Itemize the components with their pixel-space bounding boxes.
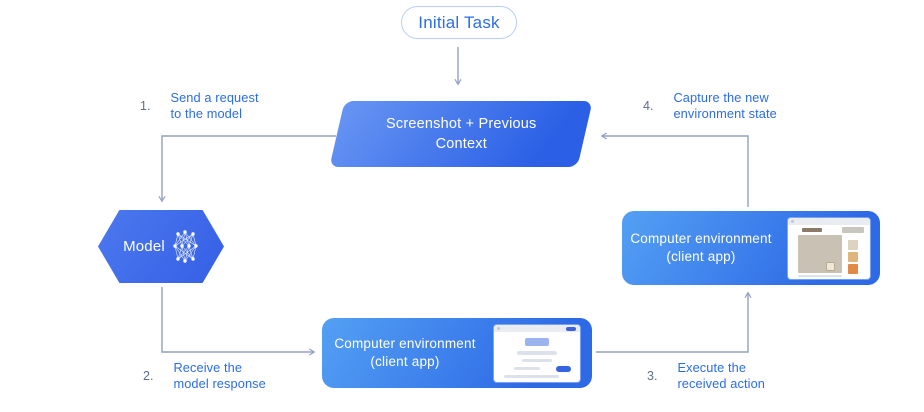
step-text-line1: Receive the bbox=[173, 360, 243, 375]
step-text-line2: model response bbox=[173, 376, 266, 391]
thumb-search-logo bbox=[525, 338, 549, 346]
arrow-env-to-env bbox=[596, 293, 748, 353]
step-number: 1. bbox=[140, 99, 151, 113]
thumb-browser-bar bbox=[494, 325, 580, 332]
screenshot-context-node: Screenshot + Previous Context bbox=[329, 101, 593, 167]
initial-task-label: Initial Task bbox=[418, 12, 500, 32]
step-label-1: 1. Send a request to the model bbox=[140, 90, 259, 122]
step-text-line2: environment state bbox=[673, 106, 777, 121]
step-number: 2. bbox=[143, 369, 154, 383]
env-bottom-node: Computer environment (client app) bbox=[322, 318, 592, 388]
model-label: Model bbox=[123, 238, 165, 255]
step-text-line2: to the model bbox=[170, 106, 243, 121]
env-right-line2: (client app) bbox=[666, 249, 736, 264]
browser-thumbnail-shop bbox=[788, 218, 870, 279]
thumb-shop-button bbox=[848, 264, 858, 274]
step-label-4: 4. Capture the new environment state bbox=[643, 90, 777, 122]
step-label-2: 2. Receive the model response bbox=[143, 360, 266, 392]
step-label-3: 3. Execute the received action bbox=[647, 360, 765, 392]
arrow-context-to-model bbox=[162, 135, 336, 201]
browser-thumbnail-search bbox=[494, 325, 580, 382]
env-bottom-line2: (client app) bbox=[370, 354, 440, 369]
arrow-env-to-context bbox=[602, 136, 749, 207]
model-node: Model bbox=[98, 210, 224, 283]
screenshot-context-line1: Screenshot + Previous bbox=[385, 116, 537, 132]
neural-network-icon bbox=[173, 230, 198, 263]
initial-task-node: Initial Task bbox=[401, 6, 517, 39]
step-text-line1: Capture the new bbox=[673, 90, 769, 105]
thumb-shop-logo bbox=[802, 228, 822, 232]
arrow-model-to-env bbox=[161, 287, 314, 352]
thumb-shop-image bbox=[798, 235, 842, 273]
step-text-line2: received action bbox=[677, 376, 766, 391]
step-number: 4. bbox=[643, 99, 654, 113]
screenshot-context-line2: Context bbox=[435, 136, 487, 152]
env-right-node: Computer environment (client app) bbox=[622, 211, 880, 285]
thumb-search-button bbox=[556, 366, 571, 372]
env-bottom-line1: Computer environment bbox=[334, 336, 476, 351]
step-number: 3. bbox=[647, 369, 658, 383]
step-text-line1: Send a request bbox=[170, 90, 259, 105]
step-text-line1: Execute the bbox=[677, 360, 747, 375]
env-right-line1: Computer environment bbox=[630, 231, 772, 246]
thumb-browser-bar bbox=[788, 218, 870, 225]
